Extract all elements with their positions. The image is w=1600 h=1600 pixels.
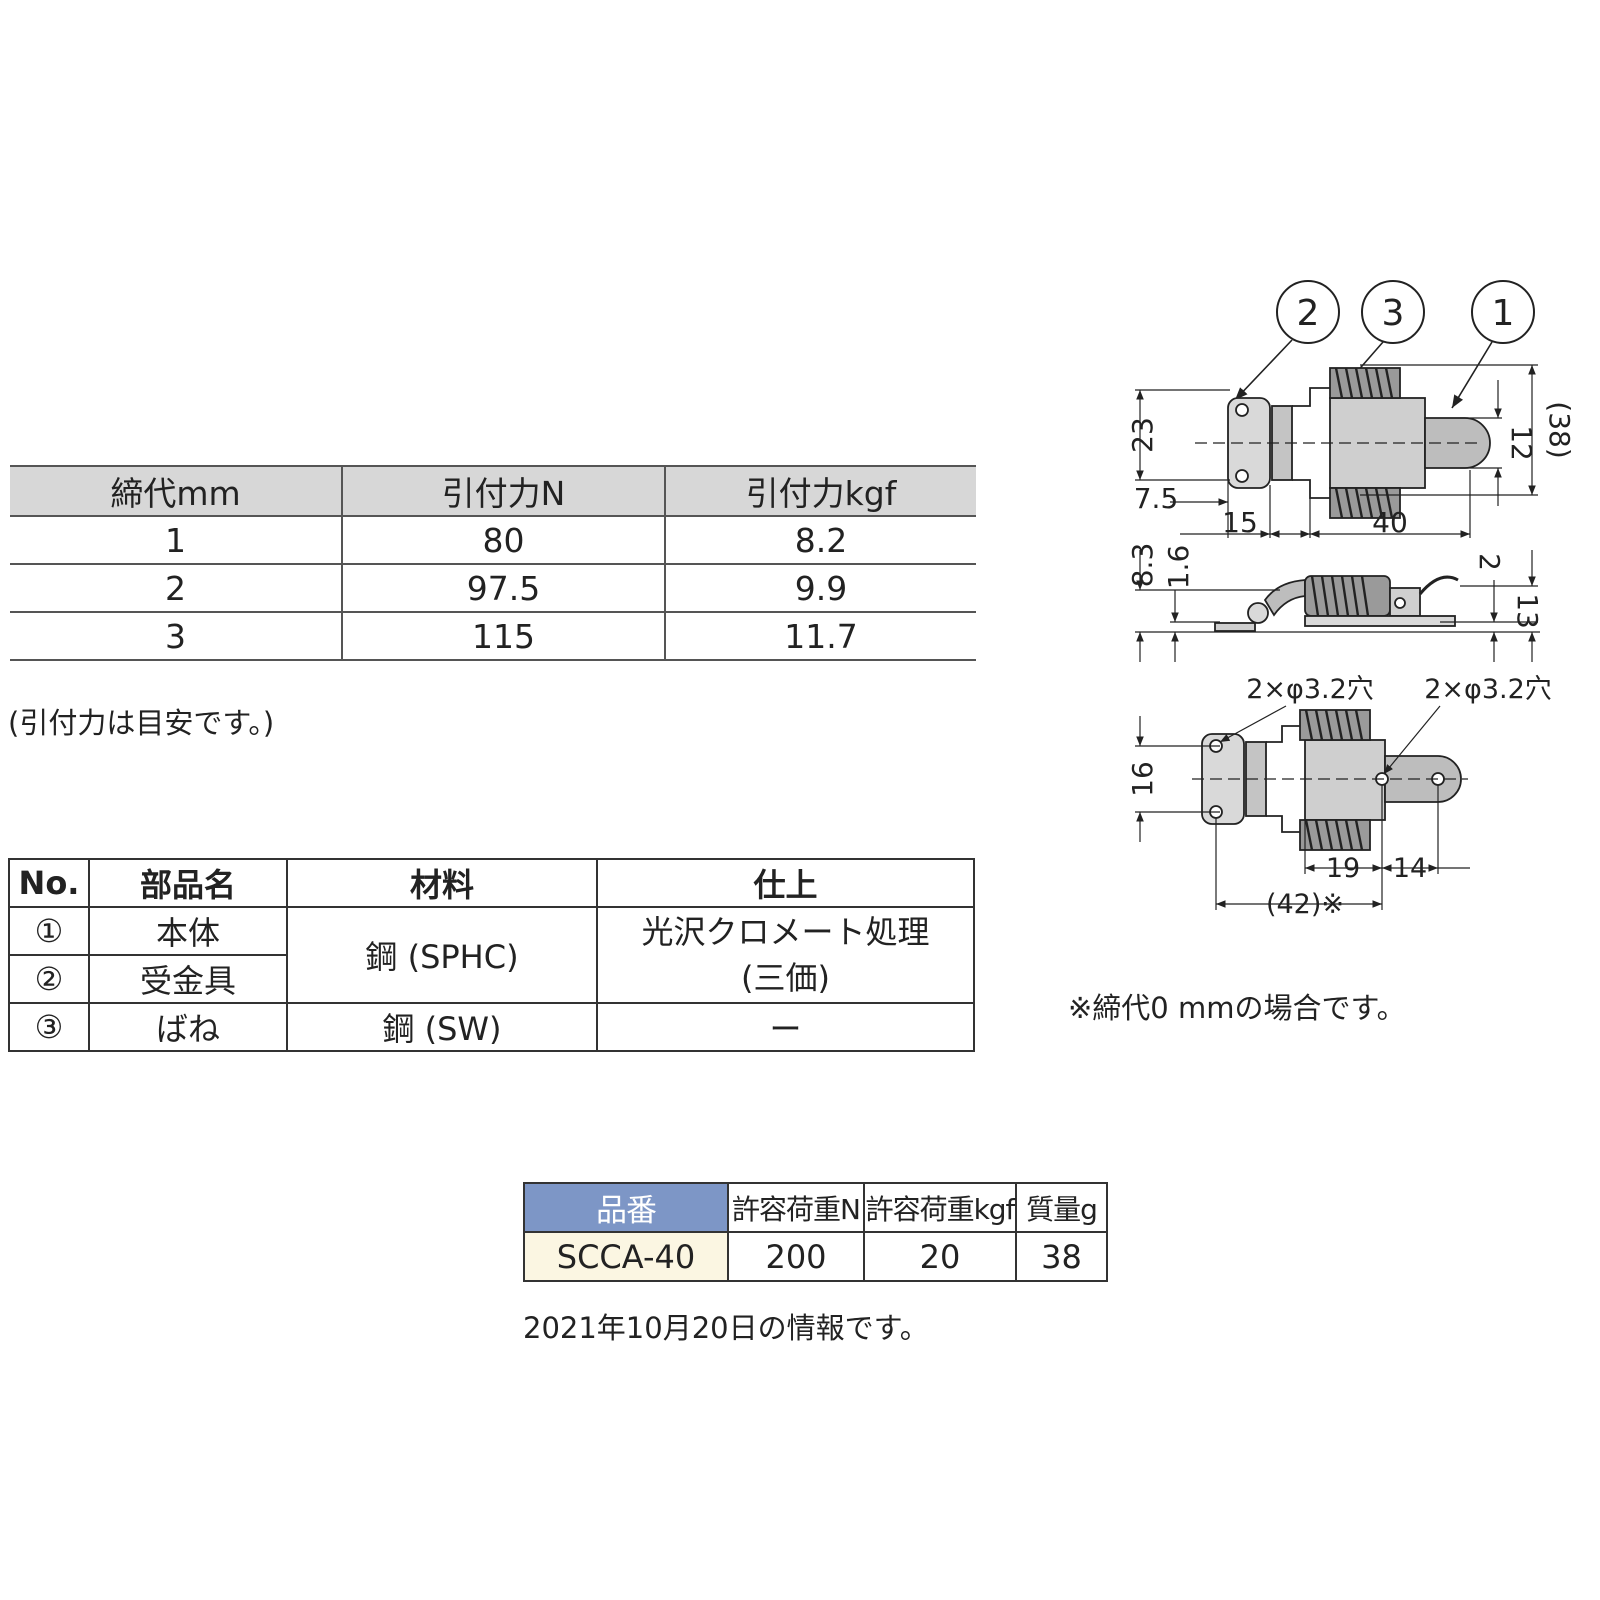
hole-label-left: 2×φ3.2穴 xyxy=(1246,674,1374,705)
table-row: 3 115 11.7 xyxy=(10,612,976,661)
table-row: 2 97.5 9.9 xyxy=(10,564,976,613)
part-callout-1: 1 xyxy=(1451,280,1535,409)
spec-table: 品番 許容荷重N 許容荷重kgf 質量g SCCA-40 200 20 38 xyxy=(523,1182,1108,1282)
table-cell: 200 xyxy=(727,1231,865,1282)
bottom-view-dimensions xyxy=(1135,705,1470,910)
table-cell: 3 xyxy=(10,612,342,661)
svg-text:1: 1 xyxy=(1492,293,1515,334)
dim-8-3: 8.3 xyxy=(1126,543,1159,588)
pull-force-table: 締代mm 引付力N 引付力kgf 1 80 8.2 2 97.5 9.9 3 1… xyxy=(10,465,976,661)
material-cell: 鋼 (SW) xyxy=(286,1002,598,1052)
parts-table: No. 部品名 材料 仕上 ① 本体 鋼 (SPHC) 光沢クロメート処理 (三… xyxy=(8,858,975,1052)
dim-2: 2 xyxy=(1473,553,1506,571)
drawing-footnote: ※締代0 mmの場合です。 xyxy=(1068,991,1406,1025)
table-row: ① 本体 鋼 (SPHC) 光沢クロメート処理 (三価) xyxy=(8,906,975,1004)
finish-cell: 光沢クロメート処理 (三価) xyxy=(596,906,975,1004)
part-name: ばね xyxy=(88,1002,288,1052)
table-cell: 11.7 xyxy=(664,612,976,661)
table-cell: 2 xyxy=(10,564,342,613)
svg-text:2: 2 xyxy=(1297,293,1320,334)
finish-line: 光沢クロメート処理 xyxy=(641,913,930,951)
dim-38: (38) xyxy=(1543,401,1576,458)
table-cell: 9.9 xyxy=(664,564,976,613)
dim-1-6: 1.6 xyxy=(1162,545,1195,590)
dim-13: 13 xyxy=(1511,593,1544,629)
column-header: 仕上 xyxy=(596,858,975,908)
hole-label-right: 2×φ3.2穴 xyxy=(1424,674,1552,705)
column-header: 許容荷重N xyxy=(727,1182,865,1233)
table-cell: 80 xyxy=(341,516,665,565)
dim-14: 14 xyxy=(1393,853,1427,884)
side-view-dimensions xyxy=(1135,550,1540,662)
top-view xyxy=(1195,367,1491,519)
bottom-view xyxy=(1192,709,1468,851)
table-row: ③ ばね 鋼 (SW) ー xyxy=(8,1002,975,1052)
pull-force-note: (引付力は目安です。) xyxy=(8,706,275,740)
dim-12: 12 xyxy=(1505,425,1538,461)
column-header: 質量g xyxy=(1015,1182,1108,1233)
column-header: 部品名 xyxy=(88,858,288,908)
table-cell: 97.5 xyxy=(341,564,665,613)
column-header: 許容荷重kgf xyxy=(863,1182,1017,1233)
table-header-row: No. 部品名 材料 仕上 xyxy=(8,858,975,908)
table-header-row: 締代mm 引付力N 引付力kgf xyxy=(10,465,976,517)
column-header: 材料 xyxy=(286,858,598,908)
dim-16: 16 xyxy=(1126,761,1159,797)
side-view xyxy=(1214,575,1459,632)
column-header: 引付力N xyxy=(341,465,665,517)
table-header-row: 品番 許容荷重N 許容荷重kgf 質量g xyxy=(523,1182,1108,1233)
svg-text:3: 3 xyxy=(1382,293,1405,334)
table-cell: 8.2 xyxy=(664,516,976,565)
column-header: 引付力kgf xyxy=(664,465,976,517)
part-callout-3: 3 xyxy=(1347,280,1425,383)
part-number: ③ xyxy=(8,1002,90,1052)
table-cell: 115 xyxy=(341,612,665,661)
dim-7-5: 7.5 xyxy=(1134,482,1179,515)
table-row: SCCA-40 200 20 38 xyxy=(523,1231,1108,1282)
table-row: ② 受金具 xyxy=(8,954,974,1004)
latch-technical-drawing: 2 3 1 xyxy=(1126,280,1576,920)
part-number: ② xyxy=(8,954,90,1004)
table-cell: 38 xyxy=(1015,1231,1108,1282)
finish-cell: ー xyxy=(596,1002,975,1052)
part-callout-2: 2 xyxy=(1234,280,1340,401)
dim-15: 15 xyxy=(1222,506,1258,539)
info-date: 2021年10月20日の情報です。 xyxy=(523,1311,929,1345)
table-cell: 1 xyxy=(10,516,342,565)
part-number: ① xyxy=(8,906,90,956)
dim-23: 23 xyxy=(1126,417,1159,453)
dim-40: 40 xyxy=(1372,506,1408,539)
column-header: 品番 xyxy=(523,1182,729,1233)
column-header: No. xyxy=(8,858,90,908)
table-cell: 20 xyxy=(863,1231,1017,1282)
material-cell: 鋼 (SPHC) xyxy=(286,906,598,1004)
part-name: 本体 xyxy=(88,906,288,956)
top-view-dimensions xyxy=(1135,364,1538,538)
finish-line: (三価) xyxy=(741,959,830,997)
table-row: 1 80 8.2 xyxy=(10,516,976,565)
part-name: 受金具 xyxy=(88,954,288,1004)
dim-19: 19 xyxy=(1326,853,1360,884)
part-number-cell: SCCA-40 xyxy=(523,1231,729,1282)
column-header: 締代mm xyxy=(10,465,342,517)
dim-42: (42)※ xyxy=(1266,889,1344,920)
